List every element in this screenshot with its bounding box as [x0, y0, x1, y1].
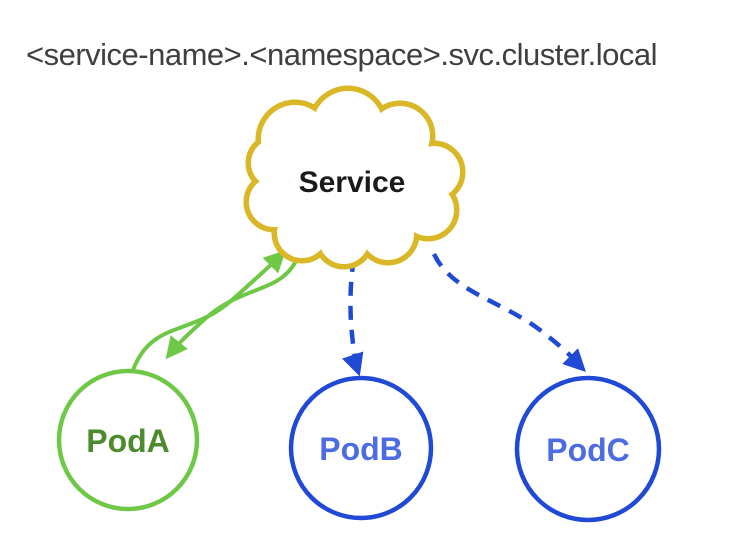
- service-label: Service: [299, 166, 406, 199]
- service-node: Service: [243, 85, 466, 270]
- poda-node: PodA: [56, 368, 200, 512]
- dns-title: <service-name>.<namespace>.svc.cluster.l…: [26, 37, 657, 72]
- podc-node: PodC: [514, 375, 662, 523]
- edge-service-to-podb: [341, 257, 364, 377]
- podc-label: PodC: [546, 432, 630, 468]
- edge-poda-to-service: [131, 250, 286, 371]
- cloud-shape: [243, 85, 466, 270]
- edge-service-to-poda: [165, 245, 304, 360]
- podb-label: PodB: [319, 431, 403, 467]
- podc-circle: [514, 375, 662, 523]
- poda-circle: [56, 368, 200, 512]
- podb-node: PodB: [288, 375, 434, 521]
- podb-circle: [288, 375, 434, 521]
- poda-label: PodA: [86, 423, 170, 459]
- edge-service-to-podc: [431, 252, 586, 372]
